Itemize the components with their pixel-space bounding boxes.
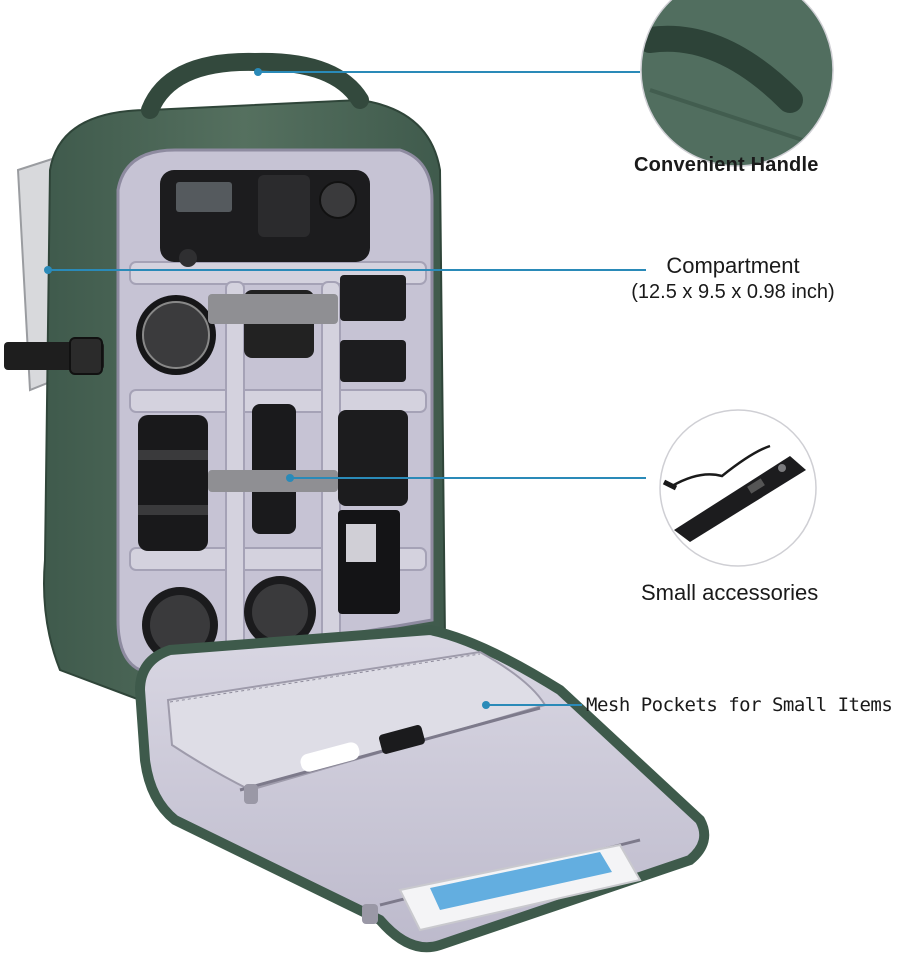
speedlite-flash bbox=[338, 410, 408, 614]
mesh-items bbox=[300, 725, 425, 772]
batteries bbox=[340, 275, 406, 382]
callout-accessories: Small accessories bbox=[641, 580, 819, 605]
callout-compartment: Compartment (12.5 x 9.5 x 0.98 inch) bbox=[608, 253, 858, 305]
velcro-strap-2 bbox=[208, 470, 338, 492]
strap-buckle bbox=[69, 337, 103, 375]
camera-body bbox=[160, 170, 370, 267]
callout-compartment-title: Compartment bbox=[666, 253, 800, 278]
lens-cap bbox=[136, 295, 216, 375]
callout-handle: Convenient Handle bbox=[634, 154, 819, 176]
remote-shutter-inset bbox=[659, 409, 817, 567]
callout-compartment-size: (12.5 x 9.5 x 0.98 inch) bbox=[631, 281, 835, 303]
velcro-strap bbox=[208, 294, 338, 324]
zipper-pull bbox=[244, 784, 258, 804]
top-handle bbox=[141, 52, 369, 119]
zipper-pull-2 bbox=[362, 904, 378, 924]
remote-shutter bbox=[252, 404, 296, 534]
callout-dots bbox=[44, 68, 490, 709]
tablet bbox=[398, 843, 642, 932]
callout-mesh: Mesh Pockets for Small Items bbox=[586, 694, 893, 716]
lens-long bbox=[138, 415, 208, 551]
handle-detail-inset bbox=[640, 0, 834, 167]
callout-lines bbox=[48, 71, 646, 706]
